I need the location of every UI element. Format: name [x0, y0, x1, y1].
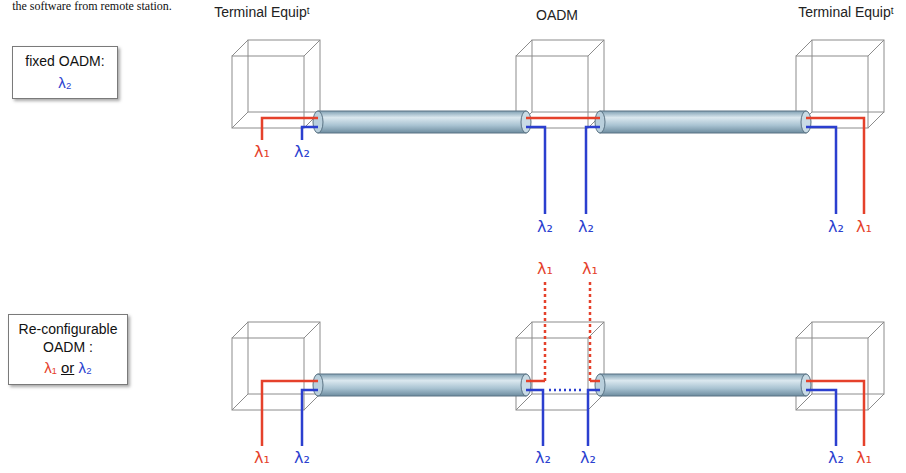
word-space: [74, 359, 78, 376]
wavelength-label: λ₂: [535, 449, 551, 467]
box-title: Re-configurable OADM :: [14, 321, 122, 356]
label-box: Re-configurable OADM : λ₁ or λ₂: [8, 314, 128, 385]
wavelength-label: λ₂: [828, 218, 844, 236]
wavelength-label: λ₁: [856, 218, 872, 236]
wavelength-label: λ₁: [582, 260, 598, 278]
wavelength-label: λ₂: [537, 218, 553, 236]
fiber-cable: [313, 374, 531, 396]
terminal-cube: [796, 322, 884, 410]
wavelength-symbol: λ₂: [58, 74, 71, 91]
wavelength-symbol: λ₁: [44, 359, 57, 376]
lambda2-path: [526, 127, 545, 214]
label-box: fixed OADM: λ₂: [12, 46, 118, 99]
fiber-cable: [313, 111, 531, 133]
lambda2-path: [526, 390, 543, 446]
wavelength-text: λ₂: [18, 74, 112, 93]
lambda1-path: [590, 380, 600, 383]
lambda1-path: [262, 381, 318, 446]
wavelength-label: λ₂: [578, 218, 594, 236]
column-header: Terminal Equipᵗ: [214, 5, 310, 20]
wavelength-label: λ₁: [254, 143, 270, 161]
lambda2-bypass-path: [549, 389, 584, 392]
wavelength-label: λ₁: [254, 449, 270, 467]
column-header: OADM: [536, 8, 578, 23]
terminal-cube: [232, 40, 320, 128]
wavelength-label: λ₂: [294, 449, 310, 467]
word-space: [57, 359, 61, 376]
wavelength-label: λ₁: [856, 449, 872, 467]
lambda2-path: [586, 127, 600, 214]
lambda1-add-path: [589, 282, 592, 381]
lambda1-drop-path: [544, 282, 547, 381]
wavelength-text: λ₁ or λ₂: [14, 359, 122, 378]
lambda2-path: [806, 390, 836, 446]
wavelength-label: λ₂: [580, 449, 596, 467]
connective-word: or: [61, 359, 74, 376]
fiber-cable: [595, 111, 811, 133]
lambda1-path: [262, 118, 318, 140]
lambda2-path: [302, 390, 318, 446]
lambda2-path: [588, 390, 600, 446]
wavelength-label: λ₂: [294, 143, 310, 161]
caption-fragment: the software from remote station.: [12, 0, 172, 13]
lambda2-path: [302, 127, 318, 140]
column-header: Terminal Equipᵗ: [798, 5, 894, 20]
box-title: fixed OADM:: [18, 53, 112, 71]
terminal-cube: [232, 322, 320, 410]
lambda2-path: [806, 127, 836, 214]
lambda1-path: [806, 118, 864, 214]
wavelength-label: λ₁: [537, 260, 553, 278]
lambda1-path: [526, 117, 600, 120]
lambda1-path: [806, 381, 864, 446]
wavelength-label: λ₂: [828, 449, 844, 467]
fiber-cable: [595, 374, 811, 396]
wavelength-symbol: λ₂: [78, 359, 91, 376]
lambda1-path: [526, 380, 545, 383]
